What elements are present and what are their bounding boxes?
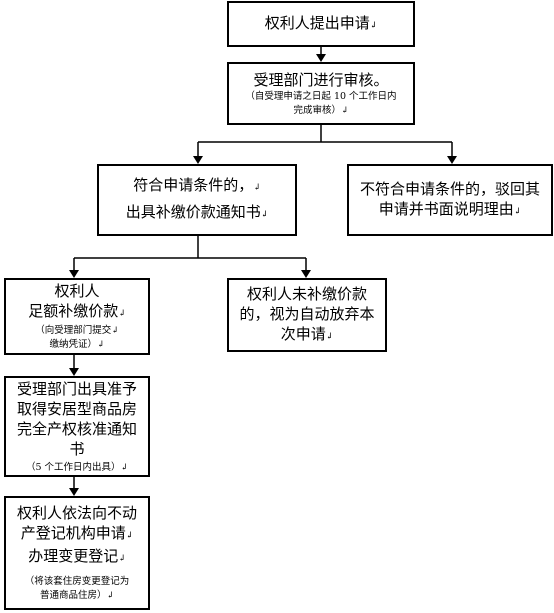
- step-unpaid-line1: 权利人未补缴价款: [246, 284, 367, 303]
- step-paid-text: 权利人 足额补缴价款↲: [28, 281, 126, 324]
- step-register-box: 权利人依法向不动 产登记机构申请↲ 办理变更登记↲ （将该套住房变更登记为 普通…: [4, 496, 150, 610]
- step-review-box: 受理部门进行审核。 （自受理申请之日起 10 个工作日内 完成审核）↲: [227, 62, 415, 125]
- paragraph-mark: ↲: [513, 206, 522, 217]
- step-register-text: 权利人依法向不动 产登记机构申请↲ 办理变更登记↲: [17, 503, 137, 569]
- paragraph-mark: ↲: [369, 20, 378, 31]
- step-eligible-line1: 符合申请条件的，: [133, 176, 254, 194]
- step-approve-line4: 书: [69, 439, 85, 458]
- step-unpaid-box: 权利人未补缴价款 的，视为自动放弃本 次申请↲: [227, 278, 387, 352]
- step-paid-note: （向受理部门提交↲ 缴纳凭证）↲: [35, 324, 119, 352]
- step-ineligible-line2: 申请并书面说明理由: [378, 199, 514, 218]
- step-approve-text: 受理部门出具准予 取得安居型商品房 完全产权核准通知 书: [17, 379, 137, 459]
- step-paid-note1: （向受理部门提交: [35, 325, 112, 336]
- step-approve-note1: （5 个工作日内出具）: [25, 461, 121, 473]
- step-ineligible-text: 不符合申请条件的，驳回其 申请并书面说明理由↲: [360, 179, 540, 222]
- step-eligible-line2: 出具补缴价款通知书: [125, 203, 261, 221]
- arrowhead-review: [316, 54, 326, 62]
- step-paid-note2: 缴纳凭证）: [49, 339, 97, 350]
- arrowhead-approve: [69, 368, 79, 376]
- step-unpaid-text: 权利人未补缴价款 的，视为自动放弃本 次申请↲: [239, 284, 374, 347]
- step-eligible-text: 符合申请条件的，↲ 出具补缴价款通知书↲: [126, 175, 269, 225]
- paragraph-mark: ↲: [340, 105, 349, 116]
- step-unpaid-line2: 的，视为自动放弃本: [239, 304, 375, 323]
- paragraph-mark: ↲: [118, 309, 126, 319]
- paragraph-mark: ↲: [118, 554, 126, 564]
- step-paid-box: 权利人 足额补缴价款↲ （向受理部门提交↲ 缴纳凭证）↲: [4, 278, 150, 355]
- step-register-note1: （将该套住房变更登记为: [24, 576, 130, 587]
- step-register-note: （将该套住房变更登记为 普通商品住房）↲: [25, 575, 130, 603]
- arrowhead-ineligible: [447, 156, 457, 164]
- step-approve-line3: 完全产权核准通知: [16, 419, 137, 438]
- step-review-note: （自受理申请之日起 10 个工作日内 完成审核）↲: [245, 90, 396, 118]
- paragraph-mark: ↲: [260, 210, 269, 220]
- paragraph-mark: ↲: [120, 462, 129, 473]
- step-review-note2: 完成审核）: [293, 104, 341, 116]
- step-ineligible-line1: 不符合申请条件的，驳回其: [359, 179, 540, 198]
- step-approve-line2: 取得安居型商品房: [16, 399, 137, 418]
- paragraph-mark: ↲: [106, 591, 115, 601]
- step-approve-note: （5 个工作日内出具）↲: [26, 461, 128, 475]
- step-register-note2: 普通商品住房）: [39, 590, 107, 601]
- paragraph-mark: ↲: [96, 340, 105, 350]
- paragraph-mark: ↲: [125, 531, 134, 541]
- arrowhead-register: [69, 488, 79, 496]
- paragraph-mark: ↲: [253, 183, 261, 193]
- step-apply-text: 权利人提出申请↲: [265, 13, 378, 36]
- arrowhead-paid: [69, 270, 79, 278]
- step-ineligible-box: 不符合申请条件的，驳回其 申请并书面说明理由↲: [347, 164, 553, 236]
- paragraph-mark: ↲: [325, 331, 334, 342]
- step-approve-box: 受理部门出具准予 取得安居型商品房 完全产权核准通知 书 （5 个工作日内出具）…: [4, 376, 150, 477]
- step-paid-line2: 足额补缴价款: [28, 302, 119, 320]
- step-register-line1: 权利人依法向不动: [16, 504, 137, 522]
- step-unpaid-line3: 次申请: [280, 324, 326, 343]
- step-register-line3: 办理变更登记: [28, 547, 119, 565]
- step-paid-line1: 权利人: [54, 282, 100, 300]
- step-review-text: 受理部门进行审核。: [253, 70, 388, 90]
- step-review-note1: （自受理申请之日起 10 个工作日内: [245, 90, 397, 102]
- arrowhead-unpaid: [301, 270, 311, 278]
- step-apply-line1: 权利人提出申请: [264, 13, 370, 32]
- step-apply-box: 权利人提出申请↲: [227, 1, 415, 47]
- step-review-line1: 受理部门进行审核。: [253, 70, 389, 89]
- paragraph-mark: ↲: [111, 326, 119, 336]
- step-eligible-box: 符合申请条件的，↲ 出具补缴价款通知书↲: [97, 164, 297, 236]
- arrowhead-eligible: [193, 156, 203, 164]
- step-register-line2: 产登记机构申请: [20, 524, 126, 542]
- step-approve-line1: 受理部门出具准予: [16, 379, 137, 398]
